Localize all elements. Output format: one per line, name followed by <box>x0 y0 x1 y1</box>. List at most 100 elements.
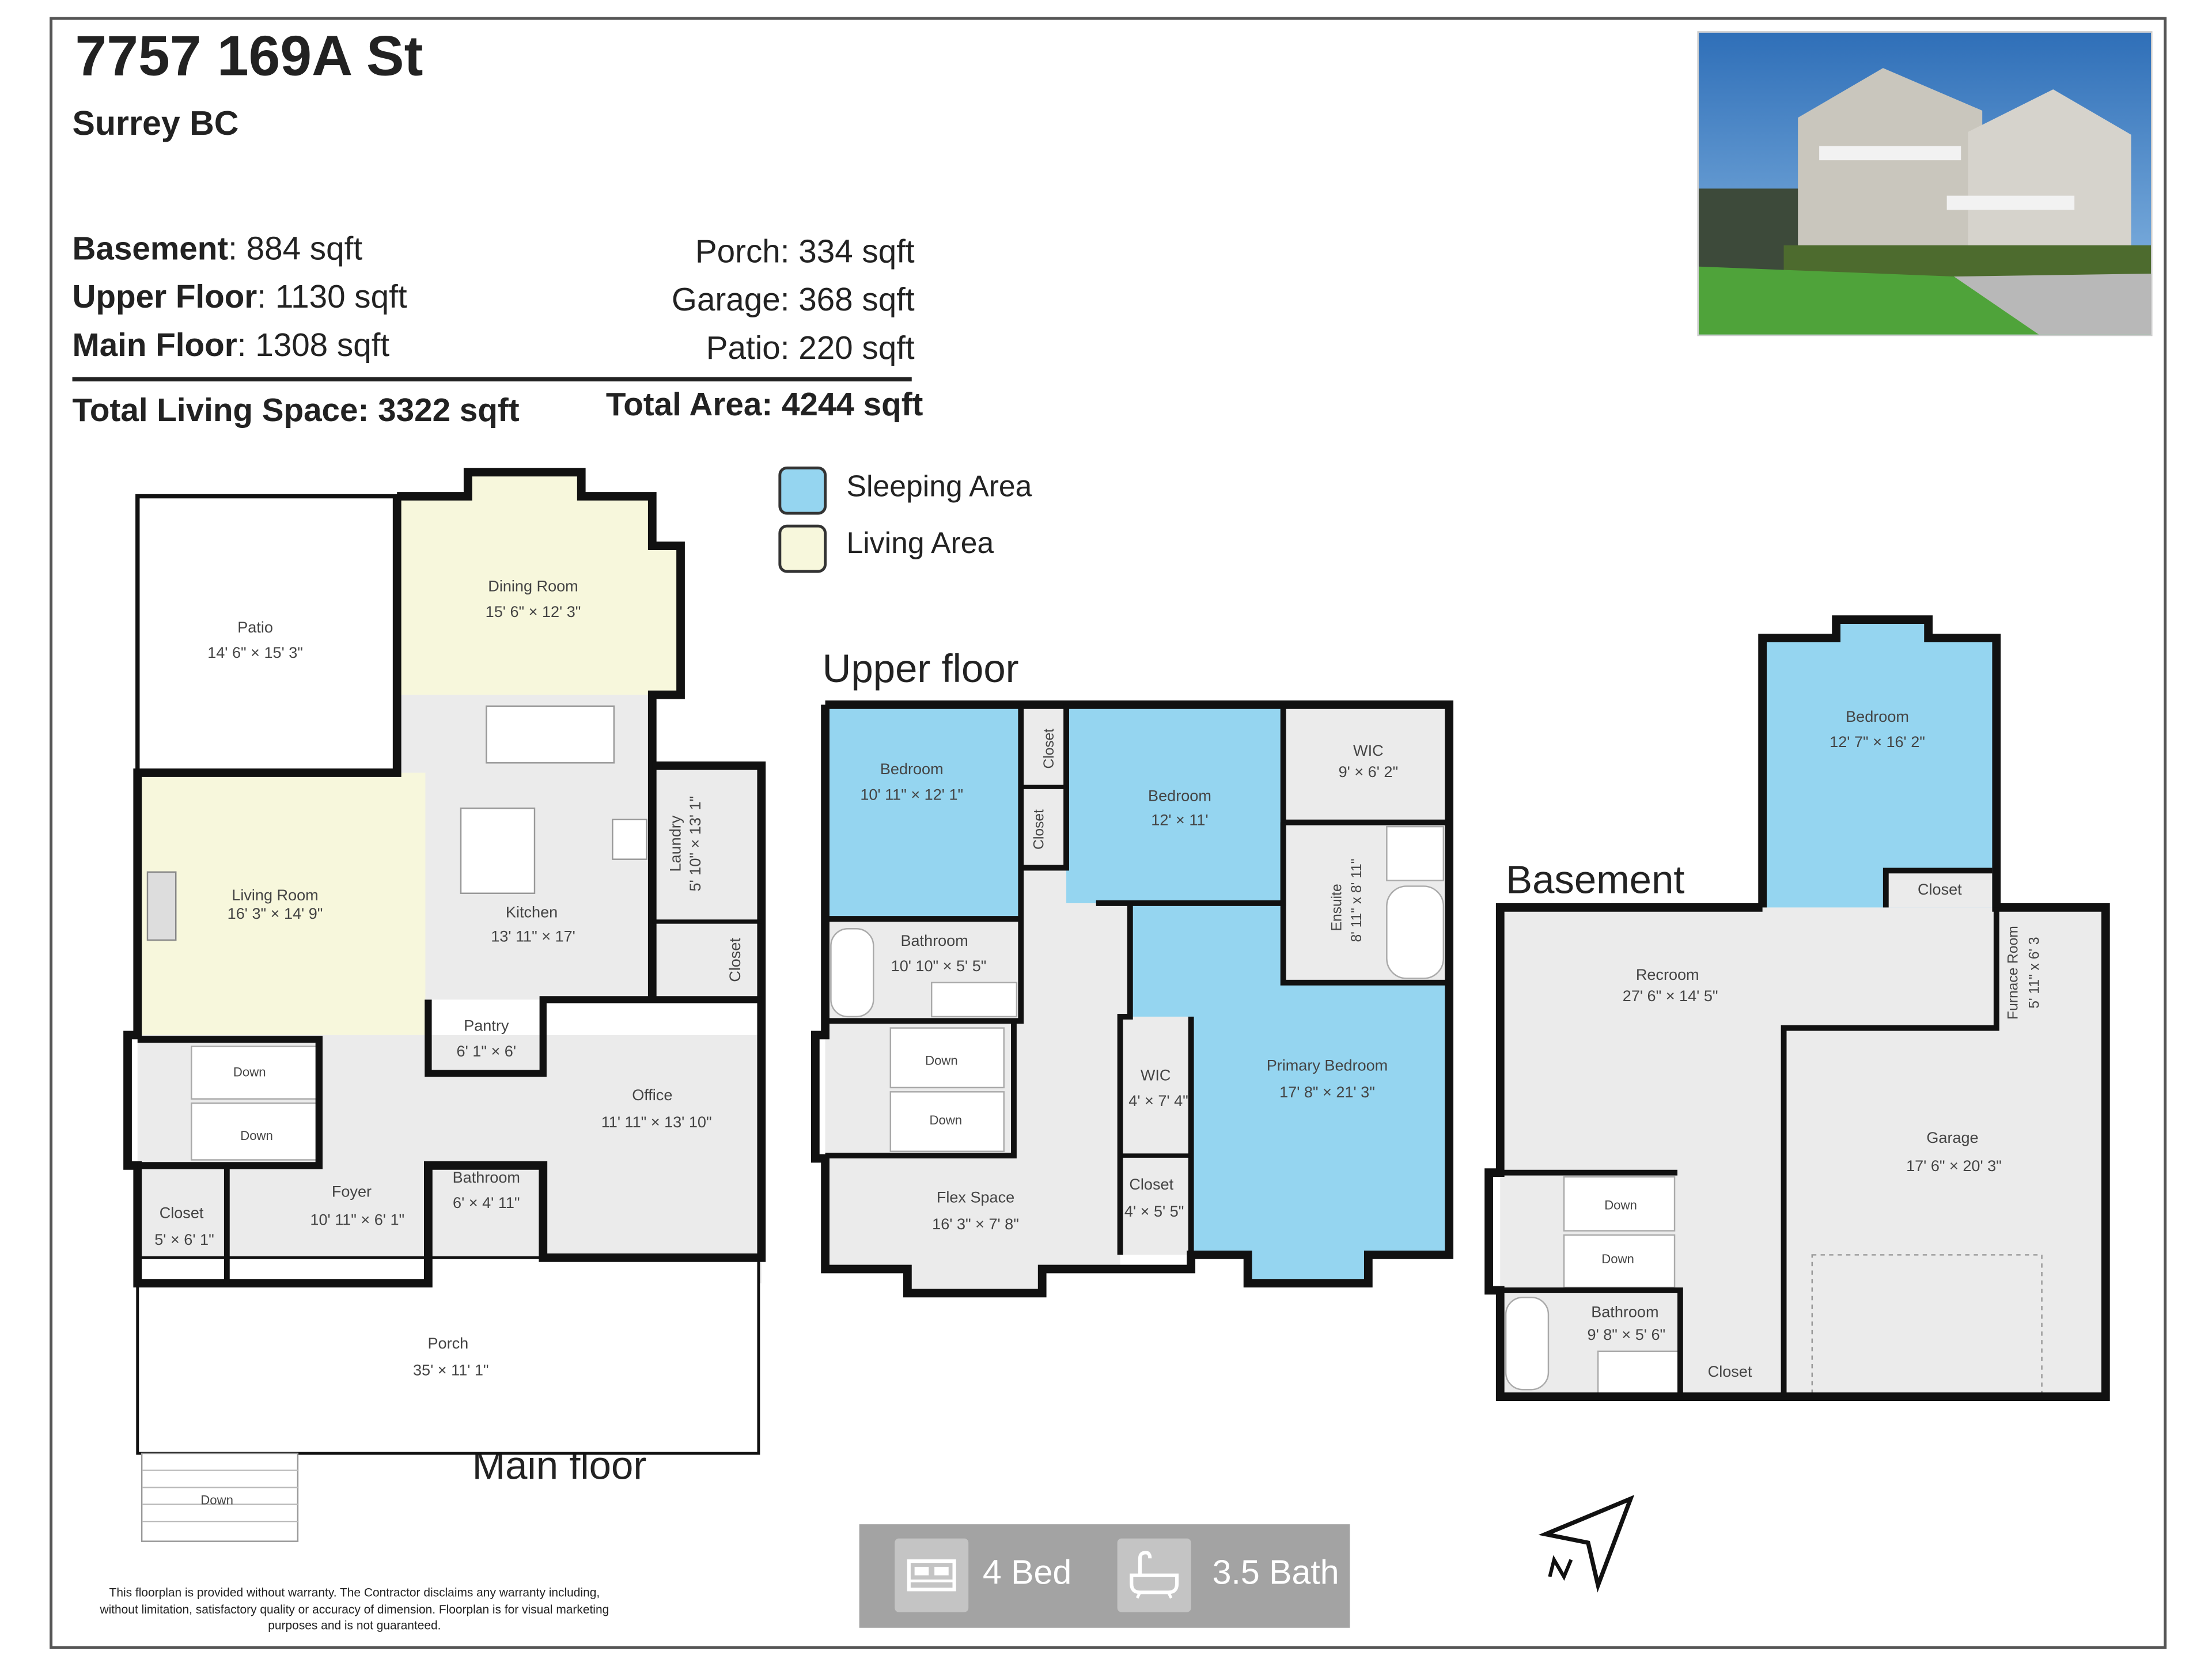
room-name: Pantry <box>464 1017 509 1035</box>
legend-sleeping-area: Sleeping Area <box>846 471 1032 503</box>
room-name: Closet <box>1032 809 1047 850</box>
legend-living-area: Living Area <box>846 527 994 560</box>
room-name: Closet <box>1129 1175 1173 1193</box>
disclaimer: This floorplan is provided without warra… <box>100 1585 609 1633</box>
room-name: Flex Space <box>937 1188 1014 1206</box>
room-name: Kitchen <box>506 903 558 921</box>
kitchen-counter <box>486 705 615 764</box>
room-dims: 9' 8" × 5' 6" <box>1588 1325 1666 1343</box>
upper-floor-label: Upper floor <box>822 646 1019 691</box>
city-subtitle: Surrey BC <box>72 105 239 143</box>
room-dims: 8' 11" x 8' 11" <box>1349 859 1365 942</box>
room-name: Closet <box>1708 1362 1752 1380</box>
patio <box>135 494 399 775</box>
room-name: Closet <box>726 938 744 982</box>
divider <box>72 377 912 382</box>
patio-area: Patio: 220 sqft <box>706 329 915 366</box>
room-name: Bathroom <box>453 1168 520 1186</box>
bed-icon <box>895 1538 969 1612</box>
stair-label: Down <box>240 1128 273 1143</box>
room-dims: 5' × 6' 1" <box>154 1230 214 1248</box>
room-name: Recroom <box>1636 965 1699 983</box>
room-dims: 10' 11" × 6' 1" <box>310 1211 404 1229</box>
stair-label: Down <box>233 1065 266 1079</box>
room-name: Garage <box>1926 1128 1978 1146</box>
upper-floor-plan: Bedroom 10' 11" × 12' 1" Closet Closet B… <box>810 700 1454 1298</box>
room-dims: 14' 6" × 15' 3" <box>207 643 303 661</box>
bedroom <box>1762 619 1997 908</box>
bedroom <box>1066 704 1283 903</box>
room-name: Closet <box>160 1203 204 1221</box>
room-dims: 10' 10" × 5' 5" <box>891 957 987 975</box>
room-name: Living Room <box>232 886 318 904</box>
basement-plan: Bedroom 12' 7" × 16' 2" Closet Recroom 2… <box>1484 615 2110 1401</box>
room-dims: 15' 6" × 12' 3" <box>486 603 581 620</box>
porch-area: Porch: 334 sqft <box>695 232 915 270</box>
stair-label: Down <box>925 1054 958 1068</box>
room-name: Foyer <box>332 1183 372 1200</box>
north-arrow-icon <box>1538 1495 1635 1593</box>
room-dims: 16' 3" × 7' 8" <box>932 1215 1019 1233</box>
room-dims: 16' 3" × 14' 9" <box>228 904 323 922</box>
room-name: Bedroom <box>880 760 944 778</box>
room-dims: 5' 11" x 6' 3 <box>2027 937 2043 1008</box>
stair-label: Down <box>1604 1198 1637 1213</box>
room-dims: 5' 10" × 13' 1" <box>686 796 704 892</box>
room-name: Bedroom <box>1846 707 1909 725</box>
room-name: Dining Room <box>488 577 578 594</box>
living-area-swatch <box>778 524 827 573</box>
room-name: Closet <box>1918 880 1962 898</box>
room-dims: 12' × 11' <box>1151 811 1208 829</box>
room-dims: 4' × 5' 5" <box>1124 1202 1184 1220</box>
room-dims: 6' × 4' 11" <box>453 1194 520 1211</box>
house-photo <box>1697 31 2153 336</box>
sleeping-area-swatch <box>778 466 827 515</box>
room-name: Patio <box>237 618 273 636</box>
garage-area: Garage: 368 sqft <box>671 281 915 318</box>
room-dims: 17' 8" × 21' 3" <box>1279 1083 1375 1101</box>
room-name: Ensuite <box>1330 884 1345 931</box>
stair-label: Down <box>200 1493 233 1508</box>
room-name: Closet <box>1041 729 1057 769</box>
room-name: Porch <box>427 1334 468 1352</box>
dining-room <box>397 472 681 695</box>
room-name: Furnace Room <box>2006 926 2021 1020</box>
room-dims: 10' 11" × 12' 1" <box>860 785 963 803</box>
total-area: Total Area: 4244 sqft <box>605 385 923 423</box>
bathtub-icon <box>1117 1538 1191 1612</box>
bed-count: 4 Bed <box>982 1554 1072 1593</box>
room-name: Bathroom <box>1591 1303 1658 1321</box>
room-name: Laundry <box>666 815 684 872</box>
room-dims: 9' × 6' 2" <box>1339 763 1398 781</box>
room-dims: 11' 11" × 13' 10" <box>601 1113 712 1131</box>
porch <box>136 1256 760 1455</box>
upper-floor-area: Upper Floor: 1130 sqft <box>72 278 407 315</box>
bath-count: 3.5 Bath <box>1212 1554 1339 1593</box>
basement-label: Basement <box>1506 858 1685 902</box>
room-dims: 35' × 11' 1" <box>413 1361 489 1379</box>
room-dims: 6' 1" × 6' <box>457 1042 516 1060</box>
primary-bedroom <box>1130 903 1449 1283</box>
kitchen-island <box>460 807 536 894</box>
room-name: Primary Bedroom <box>1267 1056 1388 1074</box>
bedroom <box>825 704 1021 919</box>
room-dims: 17' 6" × 20' 3" <box>1906 1157 2002 1175</box>
laundry <box>652 766 762 1000</box>
main-floor-plan: Patio 14' 6" × 15' 3" Dining Room 15' 6"… <box>123 468 766 1542</box>
page-frame <box>50 17 2167 1649</box>
stair-label: Down <box>930 1113 963 1127</box>
fireplace <box>146 871 177 941</box>
address-title: 7757 169A St <box>75 25 423 88</box>
porch-steps <box>141 1452 299 1542</box>
stair-label: Down <box>1601 1252 1634 1266</box>
living-room <box>137 772 426 1035</box>
stove <box>612 819 647 860</box>
room-dims: 12' 7" × 16' 2" <box>1830 733 1925 751</box>
main-floor-area: Main Floor: 1308 sqft <box>72 326 390 363</box>
room-dims: 4' × 7' 4" <box>1128 1092 1188 1109</box>
room-dims: 13' 11" × 17' <box>491 927 575 945</box>
basement-area: Basement: 884 sqft <box>72 229 363 267</box>
room-name: WIC <box>1353 741 1384 759</box>
